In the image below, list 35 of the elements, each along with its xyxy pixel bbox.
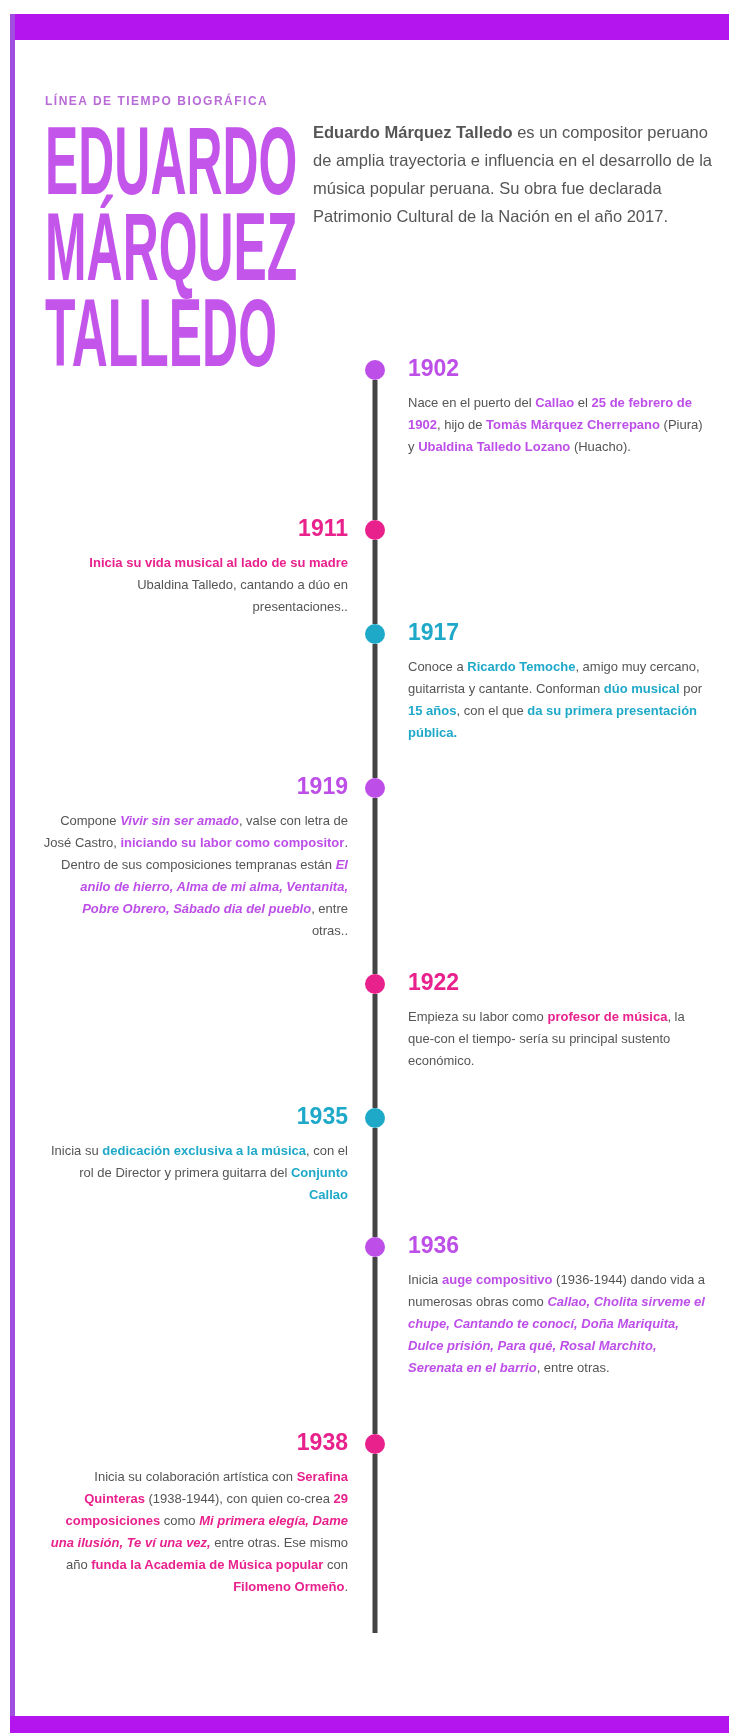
timeline-dot: [365, 624, 385, 644]
timeline-line: [372, 1454, 378, 1633]
timeline-dot: [365, 1237, 385, 1257]
timeline-line: [372, 644, 378, 778]
timeline-line: [372, 540, 378, 624]
year-label: 1919: [295, 772, 348, 800]
event-description: Compone Vivir sin ser amado, valse con letra de José Castro, iniciando su labor como compositor. Dentro de sus composiciones tempranas están El anilo de hierro, Alma de mi alma, Ventanita, Pobre Obrero, Sábado dia del pueblo, entre otras..: [43, 812, 348, 940]
year-label: 1938: [295, 1428, 348, 1456]
subtitle: LÍNEA DE TIEMPO BIOGRÁFICA: [45, 94, 270, 108]
event-description: Inicia su colaboración artística con Serafina Quinteras (1938-1944), con quien co-crea 29 composiciones como Mi primera elegía, Dame una ilusión, Te ví una vez, entre otras. Ese mismo año funda la Academia de Música popular con Filomeno Ormeño.: [49, 1468, 348, 1596]
timeline-dot: [365, 974, 385, 994]
year-label: 1911: [297, 514, 348, 542]
year-label: 1917: [408, 618, 461, 646]
timeline-line: [372, 1257, 378, 1434]
event-description: Inicia su dedicación exclusiva a la música, con el rol de Director y primera guitarra del Conjunto Callao: [50, 1142, 348, 1204]
event-description: Empieza su labor como profesor de música, la que-con el tiempo- sería su principal sustento económico.: [408, 1008, 686, 1070]
timeline-line: [372, 380, 378, 520]
event-description: Nace en el puerto del Callao el 25 de febrero de 1902, hijo de Tomás Márquez Cherrepano (Piura) y Ubaldina Talledo Lozano (Huacho).: [408, 394, 704, 456]
timeline-dot: [365, 520, 385, 540]
intro-paragraph: Eduardo Márquez Talledo es un compositor peruano de amplia trayectoria e influencia en el desarrollo de la música popular peruana. Su obra fue declarada Patrimonio Cultural de la Nación en el año 2017.: [313, 122, 713, 227]
timeline-dot: [365, 360, 385, 380]
year-label: 1935: [295, 1102, 348, 1130]
year-label: 1902: [408, 354, 461, 382]
timeline-dot: [365, 778, 385, 798]
title: EDUARDO MÁRQUEZ TALLEDO: [45, 118, 295, 376]
timeline-line: [372, 1128, 378, 1237]
year-label: 1922: [408, 968, 461, 996]
year-label: 1936: [408, 1231, 461, 1259]
timeline-dot: [365, 1108, 385, 1128]
timeline-line: [372, 994, 378, 1108]
event-description: Inicia su vida musical al lado de su madre Ubaldina Talledo, cantando a dúo en presentaciones..: [88, 554, 348, 616]
event-description: Inicia auge compositivo (1936-1944) dando vida a numerosas obras como Callao, Cholita sirveme el chupe, Cantando te conocí, Doña Mariquita, Dulce prisión, Para qué, Rosal Marchito, Serenata en el barrio, entre otras.: [408, 1271, 706, 1377]
timeline-dot: [365, 1434, 385, 1454]
event-description: Conoce a Ricardo Temoche, amigo muy cercano, guitarrista y cantante. Conforman dúo musical por 15 años, con el que da su primera presentación pública.: [408, 658, 704, 742]
timeline-line: [372, 798, 378, 974]
